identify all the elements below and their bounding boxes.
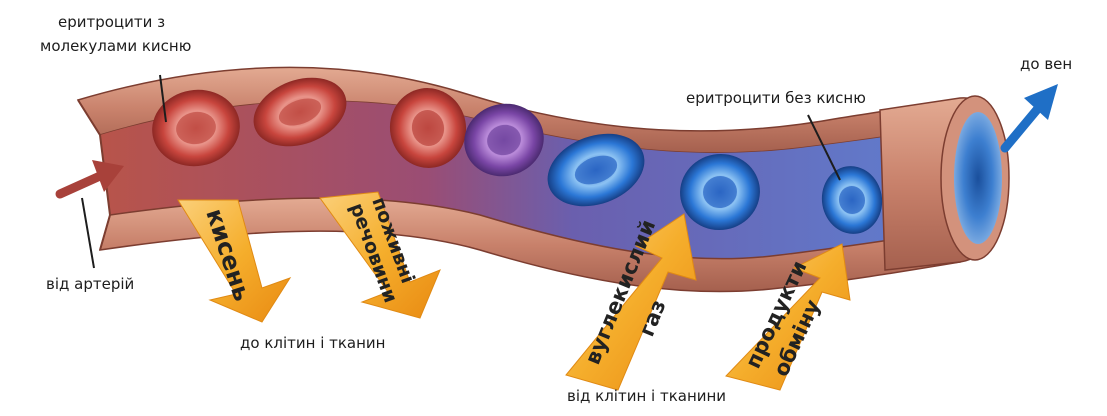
to-veins-label: до вен <box>1020 54 1072 74</box>
vessel-opening <box>954 112 1002 244</box>
rbc-without-oxygen-label: еритроцити без кисню <box>686 88 866 108</box>
rbc-with-oxygen-label-2: молекулами кисню <box>40 36 191 56</box>
vessel-right-end <box>880 96 1009 270</box>
outflow-arrow-icon <box>1005 84 1058 148</box>
rbc-with-oxygen-label-1: еритроцити з <box>58 12 165 32</box>
pointer-line <box>82 198 94 268</box>
to-cells-tissues-label: до клітин і тканин <box>240 333 385 353</box>
from-arteries-label: від артерій <box>46 274 134 294</box>
from-cells-tissues-label: від клітин і тканини <box>567 386 726 406</box>
